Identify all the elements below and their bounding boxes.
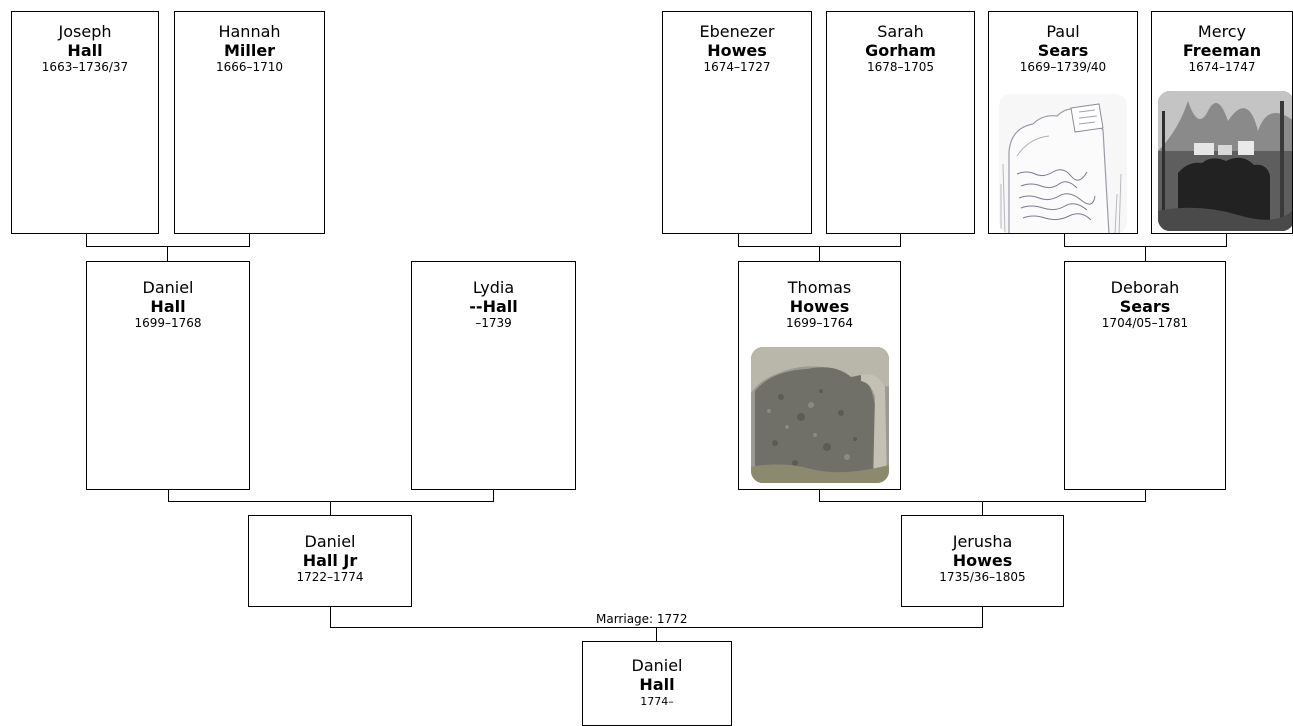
connector-line (167, 246, 168, 261)
person-card-hannah-miller[interactable]: Hannah Miller 1666–1710 (174, 11, 325, 234)
connector-line (738, 234, 739, 247)
connector-line (1226, 234, 1227, 247)
person-last-name: Howes (707, 41, 767, 60)
person-last-name: Sears (1037, 41, 1089, 60)
person-dates: 1678–1705 (866, 60, 935, 74)
person-first-name: Lydia (472, 278, 515, 297)
person-card-daniel-hall-jr[interactable]: Daniel Hall Jr 1722–1774 (248, 515, 412, 607)
person-first-name: Sarah (877, 22, 924, 41)
person-dates: –1739 (475, 316, 512, 330)
person-last-name: Hall (150, 297, 186, 316)
connector-line (249, 234, 250, 247)
person-first-name: Thomas (787, 278, 852, 297)
gravestone-photo-icon (751, 347, 889, 483)
person-card-paul-sears[interactable]: Paul Sears 1669–1739/40 (988, 11, 1138, 234)
connector-line (819, 490, 820, 502)
connector-line (493, 490, 494, 502)
connector-line (819, 246, 820, 261)
person-first-name: Daniel (142, 278, 194, 297)
person-first-name: Paul (1046, 22, 1080, 41)
person-last-name: Gorham (865, 41, 936, 60)
person-card-joseph-hall[interactable]: Joseph Hall 1663–1736/37 (11, 11, 159, 234)
person-last-name: Hall (67, 41, 103, 60)
person-card-daniel-hall-sr[interactable]: Daniel Hall 1699–1768 (86, 261, 250, 490)
connector-line (168, 501, 494, 502)
connector-line (330, 501, 331, 515)
person-first-name: Joseph (58, 22, 112, 41)
person-dates: 1699–1768 (134, 316, 202, 330)
person-dates: 1674–1747 (1188, 60, 1256, 74)
person-last-name: Hall (639, 675, 675, 694)
person-card-deborah-sears[interactable]: Deborah Sears 1704/05–1781 (1064, 261, 1226, 490)
person-card-thomas-howes[interactable]: Thomas Howes 1699–1764 (738, 261, 901, 490)
person-last-name: Hall Jr (302, 551, 358, 570)
connector-line (1064, 234, 1065, 247)
gravestone-photo[interactable] (999, 94, 1127, 233)
connector-line (330, 607, 331, 628)
connector-line (168, 490, 169, 502)
person-last-name: Freeman (1182, 41, 1262, 60)
person-first-name: Deborah (1110, 278, 1180, 297)
connector-line (900, 234, 901, 247)
person-dates: 1699–1764 (785, 316, 854, 330)
person-card-sarah-gorham[interactable]: Sarah Gorham 1678–1705 (826, 11, 975, 234)
person-last-name: Howes (789, 297, 850, 316)
connector-line (86, 246, 250, 247)
person-card-jerusha-howes[interactable]: Jerusha Howes 1735/36–1805 (901, 515, 1064, 607)
person-dates: 1666–1710 (215, 60, 284, 74)
connector-line (656, 627, 657, 641)
cemetery-photo[interactable] (1158, 91, 1292, 231)
connector-line (1145, 490, 1146, 502)
person-last-name: Sears (1119, 297, 1171, 316)
connector-line (86, 234, 87, 247)
connector-line (982, 607, 983, 628)
person-first-name: Hannah (218, 22, 281, 41)
gravestone-photo[interactable] (751, 347, 889, 483)
person-card-daniel-hall[interactable]: Daniel Hall 1774– (582, 641, 732, 726)
person-first-name: Daniel (631, 656, 683, 675)
connector-line (982, 501, 983, 515)
person-first-name: Daniel (304, 532, 356, 551)
person-dates: 1735/36–1805 (939, 570, 1026, 584)
person-card-mercy-freeman[interactable]: Mercy Freeman 1674–1747 (1151, 11, 1293, 234)
person-first-name: Jerusha (952, 532, 1013, 551)
person-dates: 1722–1774 (296, 570, 364, 584)
gravestone-sketch-icon (999, 94, 1127, 233)
marriage-label: Marriage: 1772 (595, 612, 689, 626)
person-first-name: Mercy (1197, 22, 1247, 41)
person-last-name: Howes (952, 551, 1013, 570)
person-last-name: Miller (223, 41, 276, 60)
person-card-ebenezer-howes[interactable]: Ebenezer Howes 1674–1727 (662, 11, 812, 234)
person-first-name: Ebenezer (699, 22, 775, 41)
person-dates: 1669–1739/40 (1019, 60, 1107, 74)
person-last-name: --Hall (469, 297, 518, 316)
person-dates: 1674–1727 (703, 60, 771, 74)
person-card-lydia-hall[interactable]: Lydia --Hall –1739 (411, 261, 576, 490)
cemetery-photo-icon (1158, 91, 1292, 231)
person-dates: 1663–1736/37 (41, 60, 129, 74)
connector-line (1145, 246, 1146, 261)
person-dates: 1774– (640, 695, 674, 708)
person-dates: 1704/05–1781 (1101, 316, 1189, 330)
